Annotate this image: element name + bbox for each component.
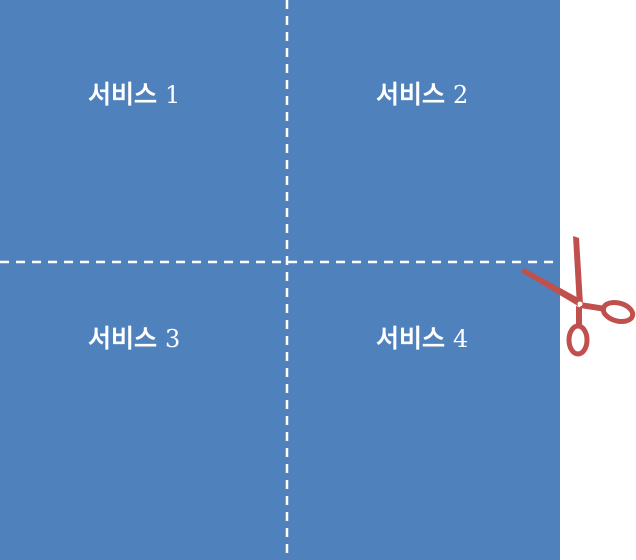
service-label-number: 4 bbox=[453, 325, 469, 353]
service-panel bbox=[0, 0, 560, 560]
scissors-lower-ring bbox=[566, 323, 590, 357]
scissors-upper-blade bbox=[573, 236, 583, 306]
service-label-word: 서비스 bbox=[376, 324, 446, 353]
scissors-left-blade bbox=[521, 268, 582, 306]
service-label-word: 서비스 bbox=[88, 324, 158, 353]
scissors-lower-handle bbox=[576, 306, 582, 326]
panel-background bbox=[0, 0, 560, 560]
scissors-icon bbox=[521, 236, 636, 357]
scissors-right-handle bbox=[580, 302, 606, 312]
service-label-word: 서비스 bbox=[88, 80, 158, 109]
service-label-word: 서비스 bbox=[376, 80, 446, 109]
service-label-number: 2 bbox=[453, 81, 469, 109]
service-label-number: 3 bbox=[165, 325, 181, 353]
scissors-pivot bbox=[577, 301, 583, 307]
service-label-number: 1 bbox=[165, 81, 181, 109]
scissors-right-ring bbox=[600, 299, 636, 325]
